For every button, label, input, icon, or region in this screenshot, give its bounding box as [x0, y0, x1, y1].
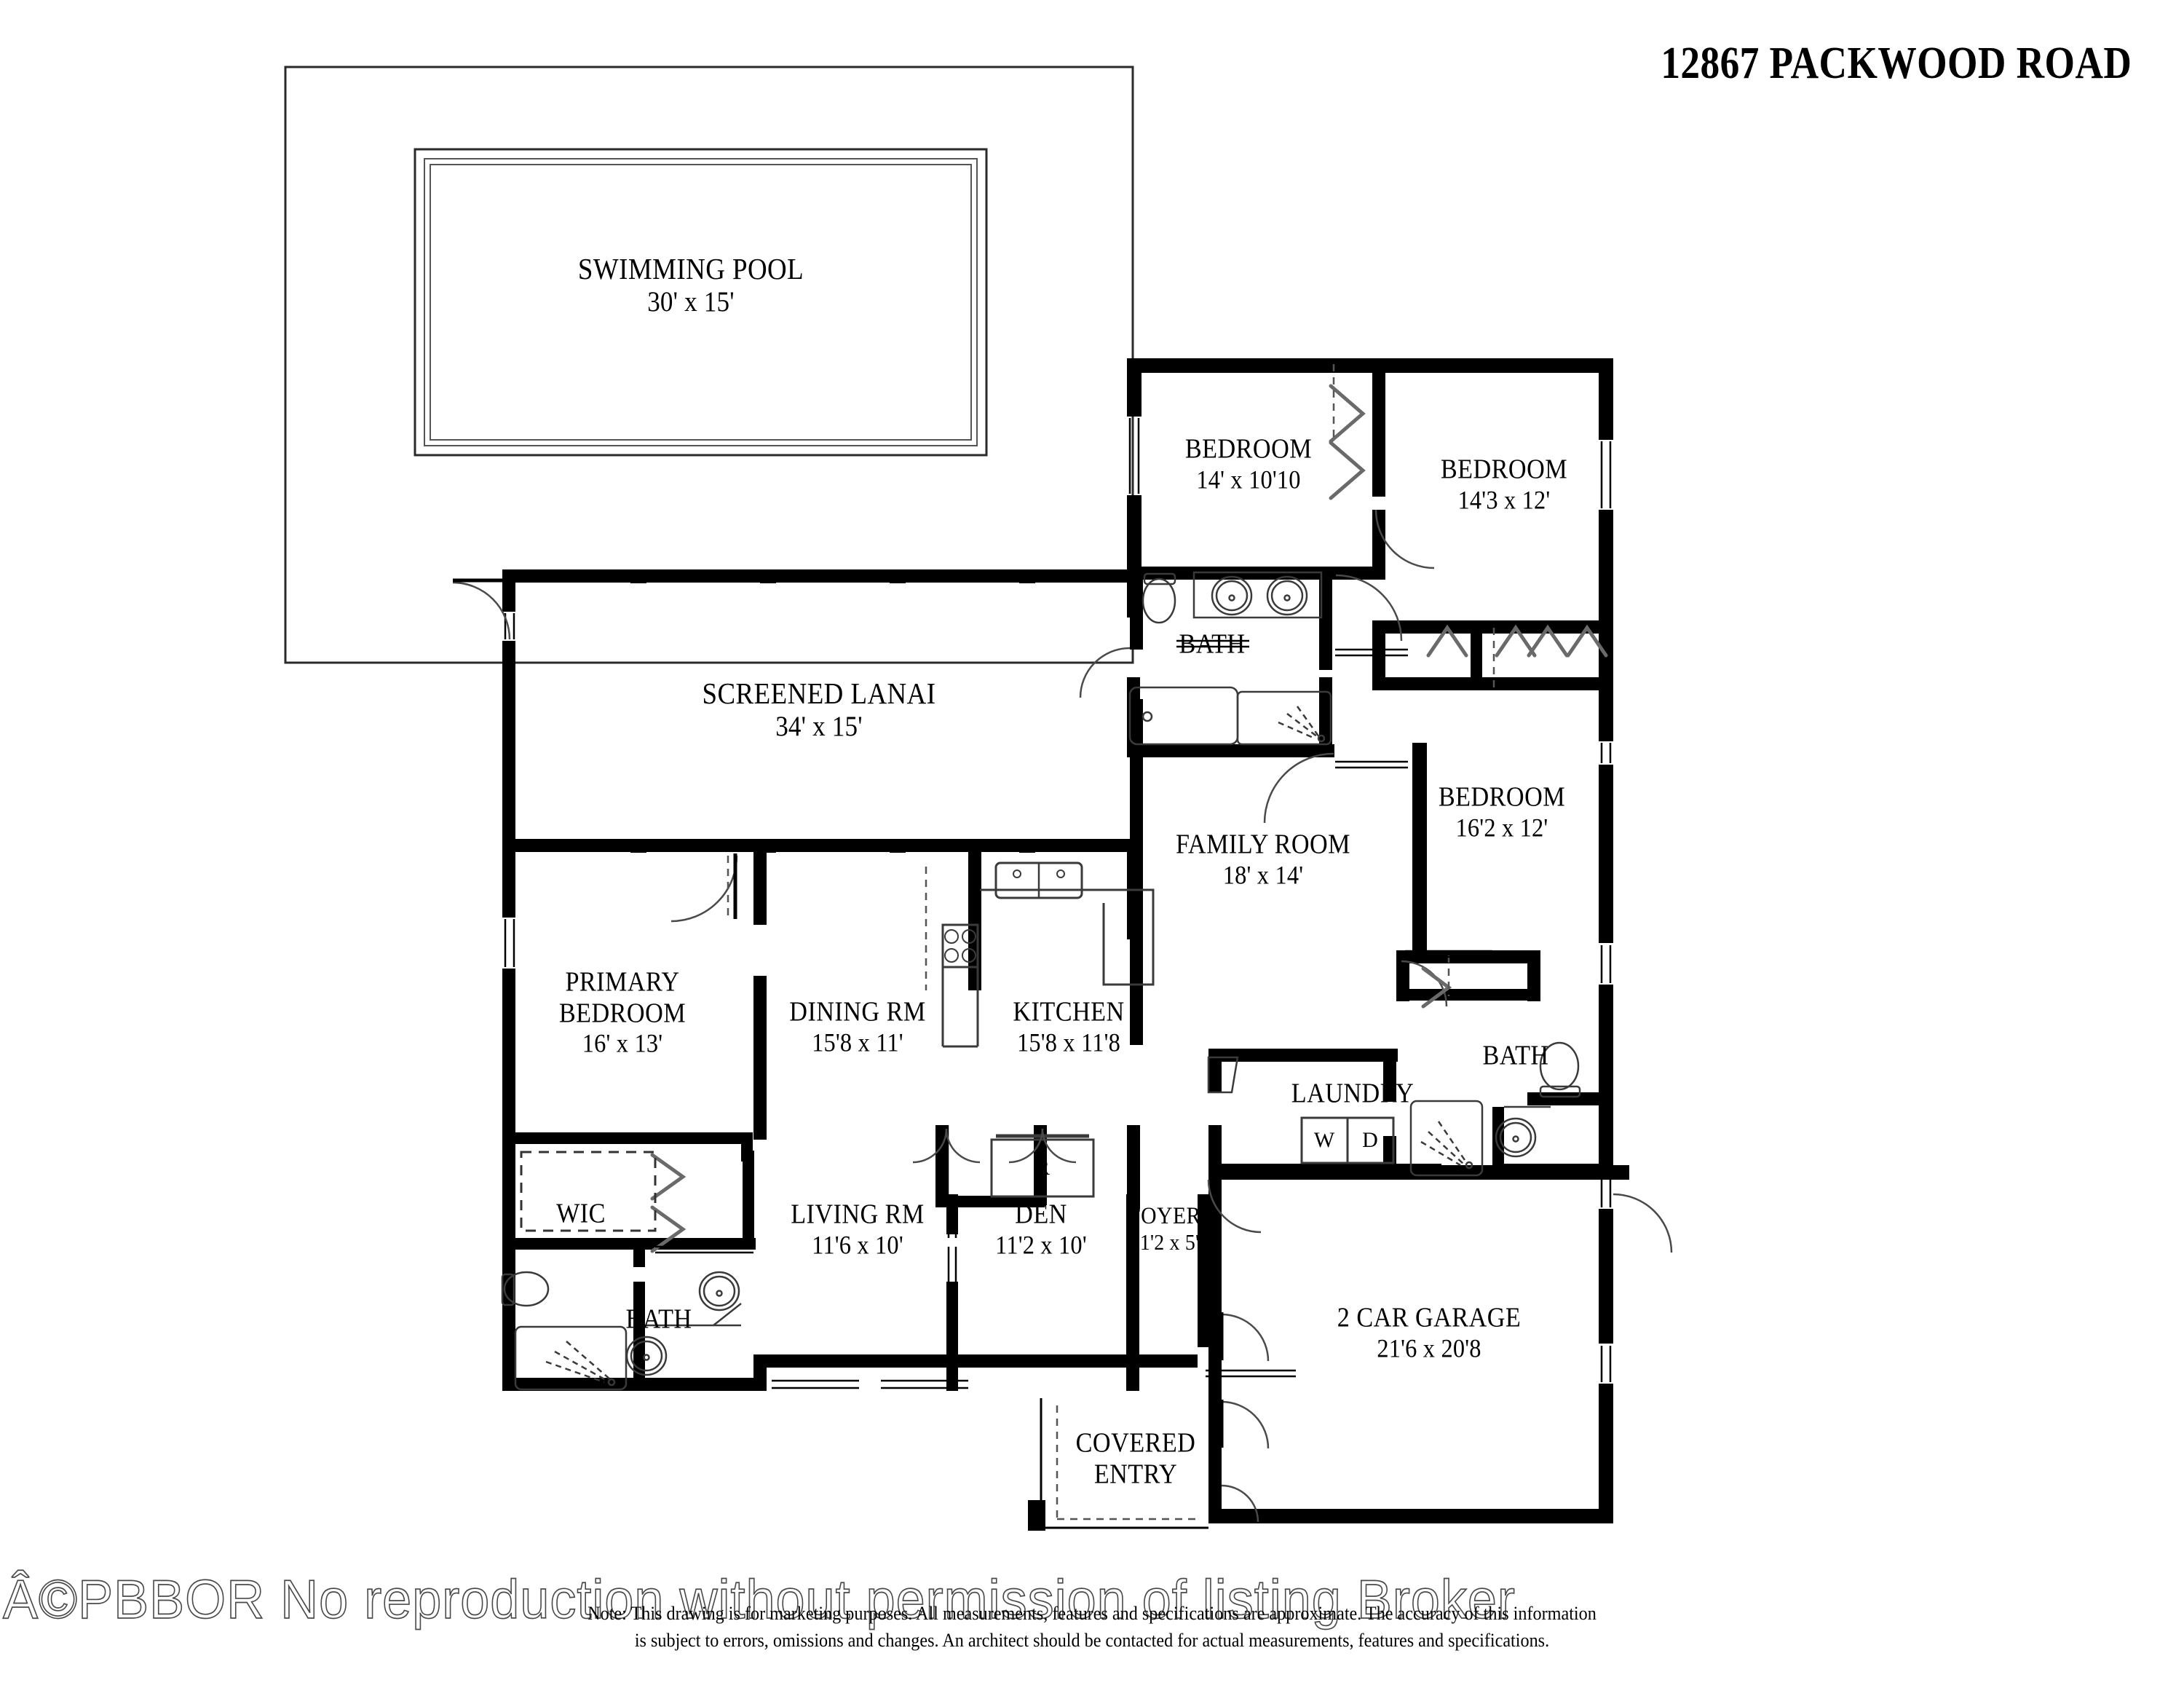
disclaimer-line-1: Note: This drawing is for marketing purp… — [587, 1602, 1597, 1624]
primary-bath-fixtures — [501, 1271, 742, 1391]
kitchen-doorway-arcs — [912, 1128, 1077, 1164]
laundry-appliances — [1207, 1056, 1395, 1164]
exterior-walls — [502, 358, 1629, 1523]
disclaimer-text: Note: This drawing is for marketing purp… — [408, 1600, 1776, 1655]
covered-entry-outline — [1028, 1398, 1208, 1531]
right-bath-fixtures — [1409, 1041, 1581, 1177]
pocket-doors — [727, 364, 1495, 1522]
garage-door — [1210, 1312, 1270, 1523]
swimming-pool-shape — [414, 148, 988, 457]
wic-closet-outline — [520, 1151, 657, 1232]
windows — [504, 418, 1612, 1456]
copyright-watermark: Â©PBBOR No reproduction without permissi… — [2, 1569, 1516, 1631]
door-swings — [452, 509, 1673, 1253]
lanai-screen-panels — [505, 569, 1125, 853]
disclaimer-line-2: is subject to errors, omissions and chan… — [634, 1630, 1550, 1652]
footer: Â©PBBOR No reproduction without permissi… — [0, 1564, 2184, 1688]
hall-bath-fixtures — [1128, 571, 1332, 746]
page-title: 12867 PACKWOOD ROAD — [1660, 39, 2132, 88]
door-leaves — [655, 639, 1492, 1378]
